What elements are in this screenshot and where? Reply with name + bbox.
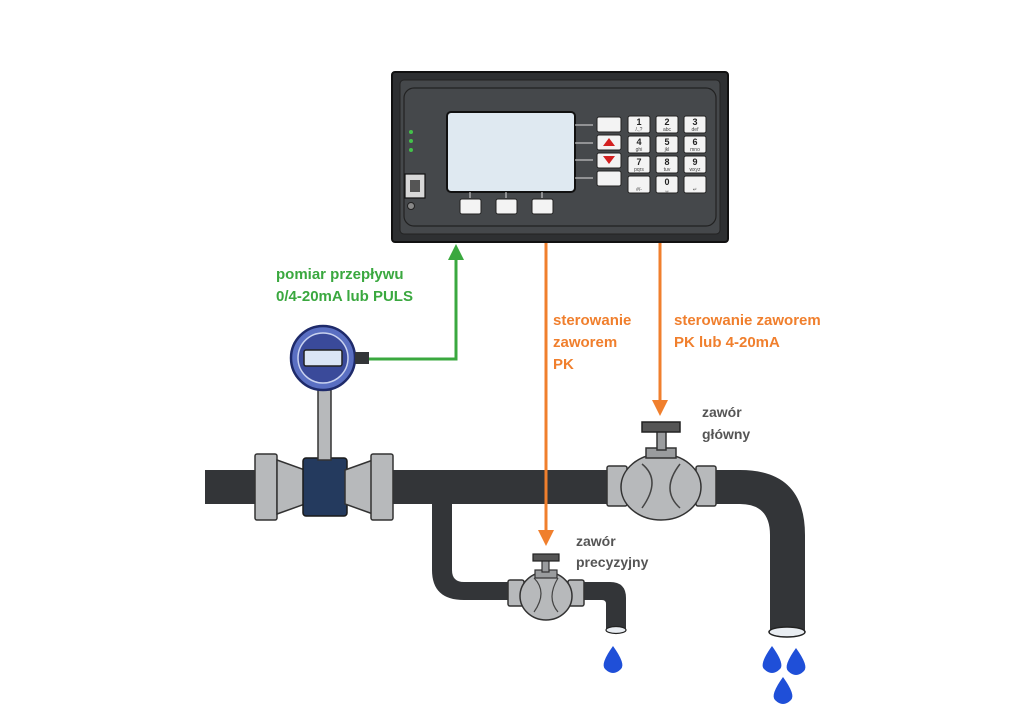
- main-valve: [606, 421, 717, 521]
- keypad-key-sublabel: ↵: [693, 187, 697, 193]
- keypad-key-label: 6: [692, 137, 697, 147]
- keypad-key-sublabel: /.,?: [636, 127, 643, 133]
- keypad-key-sublabel: #/-: [636, 187, 642, 193]
- main-valve-control-label: sterowanie zaworem PK lub 4-20mA: [674, 312, 825, 351]
- keypad-key-sublabel: mno: [690, 147, 700, 153]
- reset-button: [407, 202, 415, 210]
- precision-valve: [507, 553, 585, 621]
- keypad-key-sublabel: ␣: [665, 187, 668, 193]
- water-drop: [773, 677, 793, 704]
- keypad-key[interactable]: ↵: [683, 175, 707, 194]
- numeric-keypad: 1/.,?2abc3def4ghi5jkl6mno7pqrs8tuv9wxyz#…: [627, 115, 707, 194]
- keypad-key-sublabel: jkl: [664, 147, 670, 153]
- keypad-key-sublabel: abc: [663, 127, 672, 133]
- keypad-key-label: 2: [664, 117, 669, 127]
- keypad-key-label: 9: [692, 157, 697, 167]
- status-led: [409, 139, 413, 143]
- soft-key-bottom-3: [531, 198, 554, 215]
- keypad-key-label: 3: [692, 117, 697, 127]
- water-drop: [762, 646, 782, 673]
- flow-measurement-label: pomiar przepływu 0/4-20mA lub PULS: [276, 266, 413, 305]
- water-drop: [786, 648, 806, 675]
- flow-signal-line: [369, 244, 464, 361]
- pk-control-label: sterowanie zaworem PK: [553, 312, 636, 373]
- soft-key-bottom-1: [459, 198, 482, 215]
- up-arrow-icon: [603, 138, 615, 146]
- water-drop: [603, 646, 623, 673]
- precision-valve-label: zawór precyzyjny: [576, 533, 649, 570]
- keypad-key[interactable]: 0␣: [655, 175, 679, 194]
- water-drops: [603, 646, 806, 704]
- keypad-key[interactable]: #/-: [627, 175, 651, 194]
- main-valve-label: zawór główny: [702, 404, 750, 442]
- keypad-key-label: 8: [664, 157, 669, 167]
- keypad-key-label: 1: [636, 117, 641, 127]
- keypad-key-label: 7: [636, 157, 641, 167]
- keypad-key-label: 0: [664, 177, 669, 187]
- soft-key-right-4: [596, 170, 622, 187]
- keypad-key-sublabel: def: [692, 127, 700, 133]
- flow-meter: [254, 324, 394, 521]
- status-led: [409, 148, 413, 152]
- keypad-key-sublabel: tuv: [664, 167, 671, 173]
- display-screen: [446, 111, 576, 193]
- keypad-key-label: 4: [636, 137, 641, 147]
- soft-key-right-1: [596, 116, 622, 133]
- keypad-key-label: 5: [664, 137, 669, 147]
- keypad-key-sublabel: ghi: [636, 147, 643, 153]
- keypad-key-sublabel: wxyz: [689, 167, 701, 173]
- keypad-key[interactable]: 1/.,?: [627, 115, 651, 134]
- down-arrow-icon: [603, 156, 615, 164]
- keypad-key-sublabel: pqrs: [634, 167, 644, 173]
- main-valve-control-line: [652, 240, 668, 416]
- controller-unit: 1/.,?2abc3def4ghi5jkl6mno7pqrs8tuv9wxyz#…: [391, 71, 729, 243]
- pk-control-line: [538, 240, 554, 546]
- soft-key-bottom-2: [495, 198, 518, 215]
- status-led: [409, 130, 413, 134]
